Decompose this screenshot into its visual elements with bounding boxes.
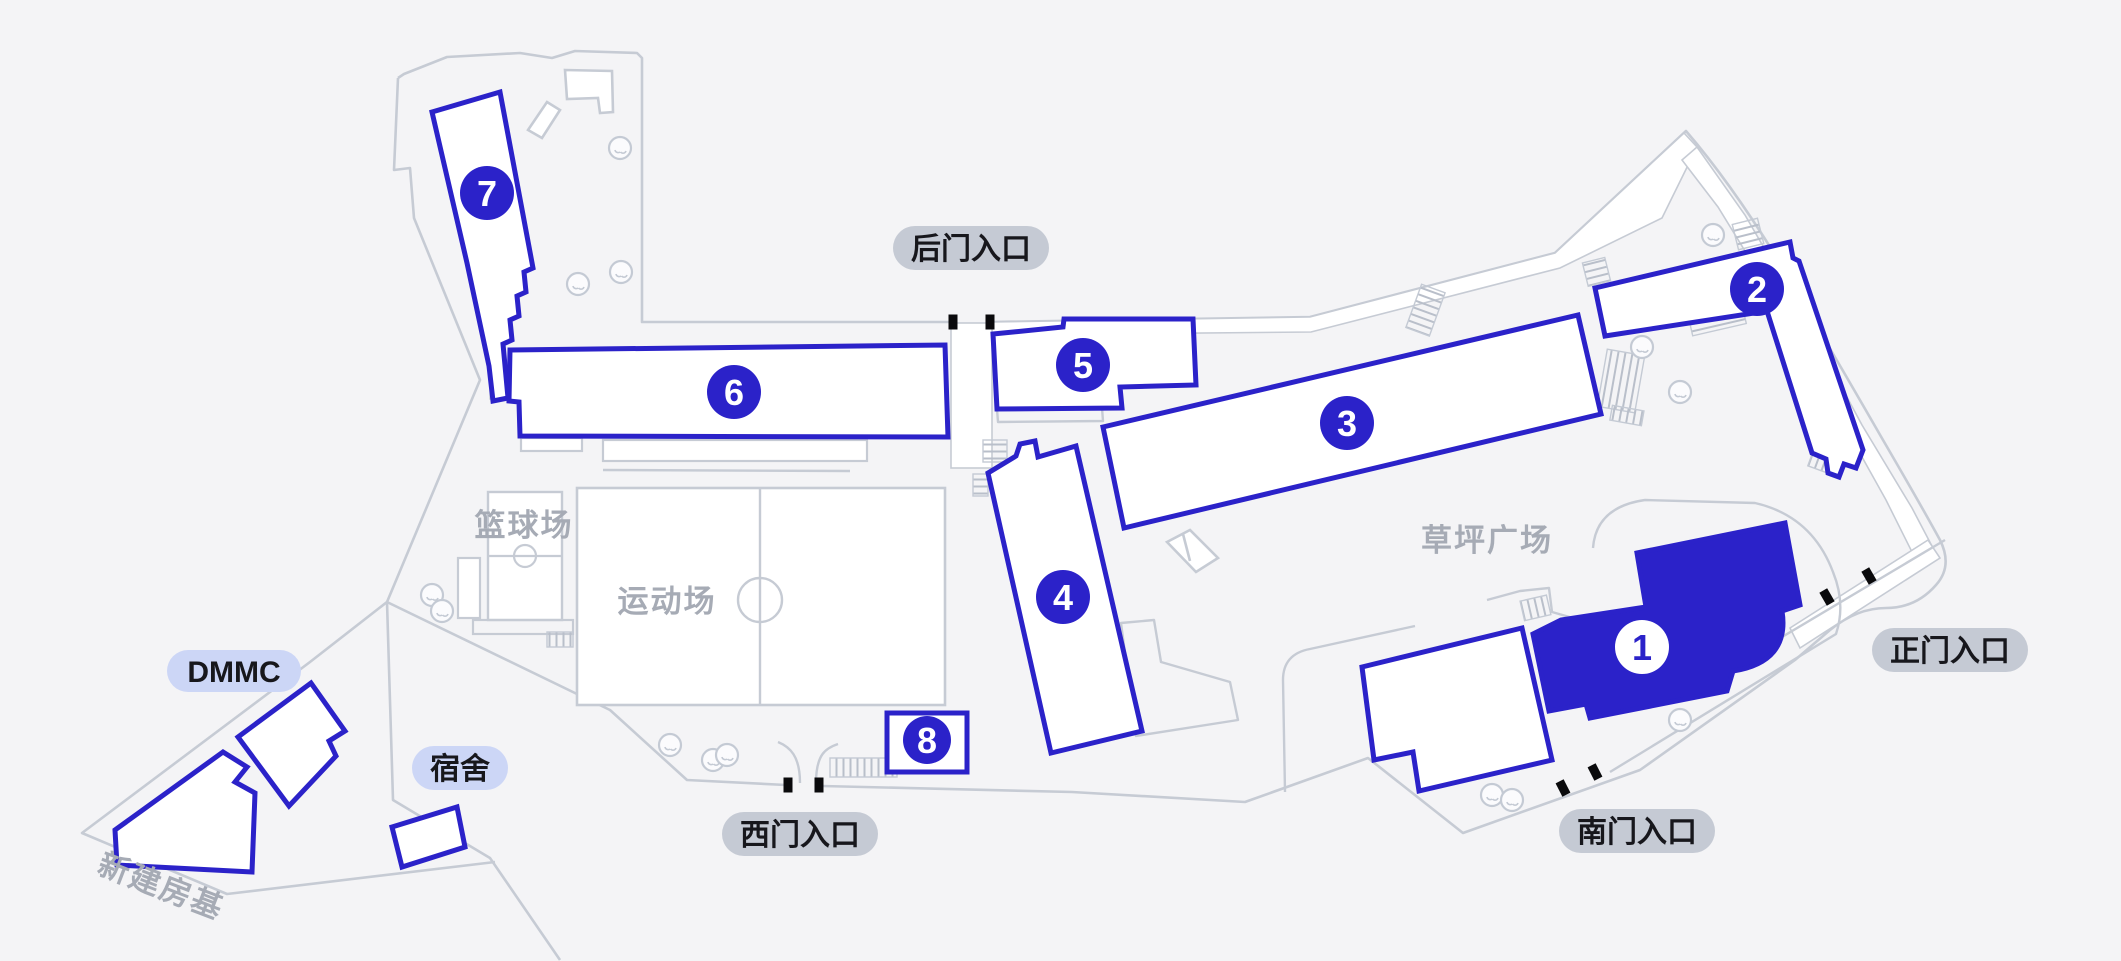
north-small-building bbox=[526, 100, 562, 140]
building-2[interactable] bbox=[1592, 238, 1866, 481]
back-gate-marker bbox=[985, 314, 995, 330]
tree-icon bbox=[657, 732, 683, 758]
path-below-b6 bbox=[602, 468, 851, 473]
badge-building-4[interactable]: 4 bbox=[1036, 570, 1090, 624]
badge-label: 4 bbox=[1053, 577, 1073, 618]
badge-building-7[interactable]: 7 bbox=[460, 166, 514, 220]
basketball-court-label: 篮球场 bbox=[475, 508, 574, 543]
back-gate-road bbox=[991, 131, 1698, 336]
north-l-building bbox=[563, 68, 615, 115]
badge-label: 8 bbox=[917, 720, 937, 761]
facility-labels: DMMC 宿舍 bbox=[167, 650, 508, 790]
building1-loop-road bbox=[1591, 498, 1842, 774]
badge-building-6[interactable]: 6 bbox=[707, 365, 761, 419]
badge-building-8[interactable]: 8 bbox=[903, 716, 951, 764]
building-badges: 1 2 3 4 5 6 7 8 bbox=[460, 166, 1784, 764]
tree-icon bbox=[565, 271, 591, 297]
boundary-west bbox=[385, 77, 787, 787]
sports-areas bbox=[456, 436, 947, 707]
main-gate-road bbox=[1788, 538, 1942, 650]
tree-icon bbox=[1700, 222, 1726, 248]
sports-field-center-circle bbox=[736, 576, 784, 624]
west-gate-path-a bbox=[777, 740, 802, 784]
back-gate-label: 后门入口 bbox=[893, 226, 1049, 270]
tree-icon bbox=[1667, 707, 1693, 733]
west-gate-path-b bbox=[814, 742, 839, 784]
gray-buildings bbox=[526, 68, 1221, 574]
badge-label: 1 bbox=[1632, 627, 1652, 668]
building-dmmc-b[interactable] bbox=[112, 748, 258, 875]
steps-outline-near-b1 bbox=[1486, 586, 1581, 622]
main-gate-label: 正门入口 bbox=[1872, 628, 2028, 672]
south-gate-marker bbox=[1587, 763, 1603, 781]
badge-label: 3 bbox=[1337, 403, 1357, 444]
badge-label: 6 bbox=[724, 372, 744, 413]
building-dormitory[interactable] bbox=[388, 803, 468, 871]
building-annex[interactable] bbox=[1359, 624, 1555, 795]
badge-building-2[interactable]: 2 bbox=[1730, 262, 1784, 316]
south-gate-marker bbox=[1555, 779, 1571, 797]
tree-icon bbox=[607, 135, 633, 161]
south-gate-text: 南门入口 bbox=[1577, 816, 1697, 849]
tree-icon bbox=[1479, 782, 1505, 808]
west-gate-label: 西门入口 bbox=[722, 812, 878, 856]
west-gate-marker bbox=[783, 777, 793, 793]
building-1[interactable] bbox=[1530, 520, 1803, 721]
dmmc-label: DMMC bbox=[167, 650, 301, 692]
tree-icon bbox=[1629, 334, 1655, 360]
lawn-path bbox=[1281, 624, 1416, 793]
house-pair-divider bbox=[1181, 533, 1192, 562]
strip-below-b6-small bbox=[519, 436, 584, 453]
dmmc-text: DMMC bbox=[187, 656, 280, 689]
tree-icon bbox=[1667, 379, 1693, 405]
tree-icon bbox=[1499, 787, 1525, 813]
back-gate-marker bbox=[948, 314, 958, 330]
west-gate-text: 西门入口 bbox=[740, 819, 860, 852]
dormitory-label: 宿舍 bbox=[412, 746, 508, 790]
tree-icon bbox=[714, 742, 740, 768]
south-gate-label: 南门入口 bbox=[1559, 809, 1715, 853]
badge-label: 2 bbox=[1747, 269, 1767, 310]
court-bottom-strip bbox=[471, 618, 575, 636]
entrance-labels: 后门入口 正门入口 南门入口 西门入口 bbox=[722, 226, 2028, 856]
boundary-dmmc-lobe-a bbox=[80, 600, 496, 896]
badge-building-1[interactable]: 1 bbox=[1615, 620, 1669, 674]
path-below-b4 bbox=[1119, 618, 1240, 738]
badge-building-5[interactable]: 5 bbox=[1056, 338, 1110, 392]
lawn-plaza-label: 草坪广场 bbox=[1421, 523, 1553, 558]
court-side-building bbox=[456, 556, 482, 620]
building-dmmc-a[interactable] bbox=[234, 679, 349, 810]
sports-field-label: 运动场 bbox=[618, 584, 717, 619]
dormitory-text: 宿舍 bbox=[430, 752, 490, 786]
west-gate-marker bbox=[814, 777, 824, 793]
badge-label: 5 bbox=[1073, 345, 1093, 386]
house-pair bbox=[1164, 528, 1221, 574]
basketball-center-circle bbox=[512, 543, 538, 569]
building-7[interactable] bbox=[429, 88, 536, 404]
tree-icon bbox=[429, 598, 455, 624]
strip-below-b6 bbox=[601, 438, 869, 463]
back-gate-text: 后门入口 bbox=[911, 233, 1031, 266]
badge-building-3[interactable]: 3 bbox=[1320, 396, 1374, 450]
badge-label: 7 bbox=[477, 173, 497, 214]
boundary-north-lobe bbox=[397, 49, 952, 324]
main-gate-text: 正门入口 bbox=[1890, 635, 2010, 668]
tree-icon bbox=[608, 259, 634, 285]
